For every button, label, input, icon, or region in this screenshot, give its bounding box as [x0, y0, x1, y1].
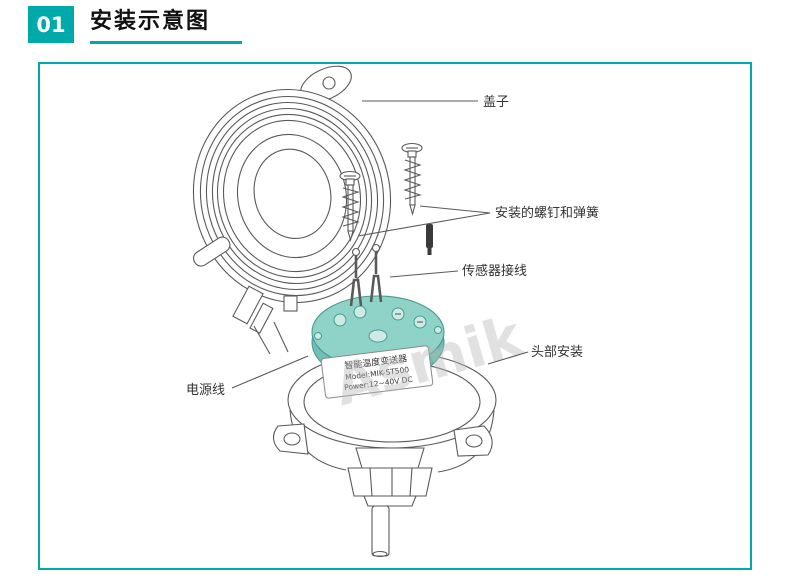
title-underline	[90, 41, 242, 45]
mounting-screw-right	[401, 142, 423, 217]
callout-sensor-wiring: 传感器接线	[462, 263, 527, 279]
cover-lid	[192, 65, 392, 355]
sensor-fork-terminals	[349, 243, 383, 307]
spring-coil	[341, 187, 360, 227]
hex-nut	[347, 467, 433, 497]
lid-latch	[283, 295, 298, 312]
lid-handle	[193, 236, 231, 267]
section-number-badge: 01	[28, 6, 74, 43]
mounting-screw-left	[339, 170, 361, 243]
probe-tube	[371, 505, 390, 557]
section-title-wrap: 安装示意图	[90, 6, 242, 45]
callouts: 盖子 安装的螺钉和弹簧 传感器接线 头部安装 电源线	[186, 95, 599, 398]
device-label: 智能温度变送器 Model:MIK-ST500 Power:12~40V DC	[320, 345, 434, 399]
callout-head-mount: 头部安装	[531, 345, 583, 360]
section-header: 01 安装示意图	[28, 6, 242, 45]
callout-power-cable: 电源线	[186, 383, 225, 398]
installation-diagram: 智能温度变送器 Model:MIK-ST500 Power:12~40V DC …	[186, 65, 599, 558]
spring-coil	[403, 159, 422, 200]
callout-cover: 盖子	[483, 95, 509, 110]
section-title: 安装示意图	[90, 9, 211, 34]
mounting-pin	[426, 224, 433, 255]
callout-screws-springs: 安装的螺钉和弹簧	[495, 205, 599, 221]
diagram-frame: 智能温度变送器 Model:MIK-ST500 Power:12~40V DC …	[38, 62, 752, 570]
